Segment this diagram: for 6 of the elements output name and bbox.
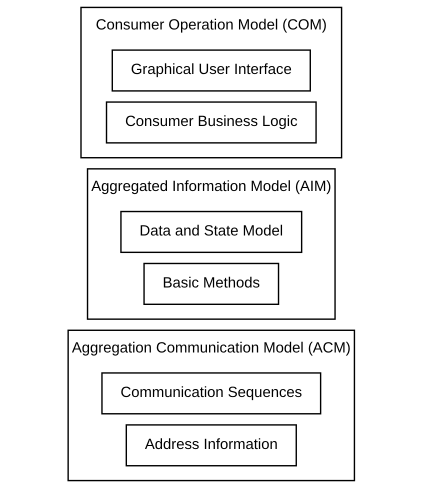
node-box: Data and State Model: [120, 210, 303, 254]
node-box: Communication Sequences: [101, 372, 322, 414]
node-box: Graphical User Interface: [112, 49, 312, 92]
node-box: Address Information: [126, 424, 298, 466]
node-box: Consumer Business Logic: [106, 101, 317, 144]
node-box: Basic Methods: [144, 262, 280, 305]
